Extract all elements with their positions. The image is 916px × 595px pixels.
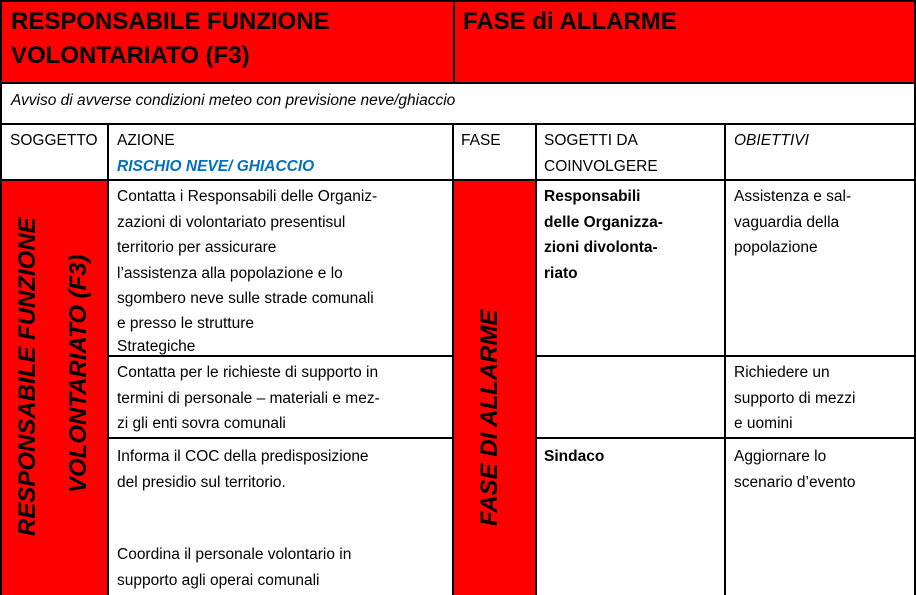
- row3-azione-line: Informa il COC della predisposizione: [117, 448, 369, 465]
- row3-azione: Informa il COC della predisposizione del…: [109, 439, 452, 595]
- col-coinvolgere: SOGETTI DA COINVOLGERE: [537, 125, 724, 179]
- row2-obiettivi-line: Richiedere un: [734, 364, 830, 381]
- row3-azione-line: supporto agli operai comunali: [117, 571, 320, 589]
- phase-title-cell: FASE di ALLARME: [455, 2, 914, 82]
- row2-obiettivi-line: supporto di mezzi: [734, 389, 856, 407]
- col-soggetto-label: SOGGETTO: [10, 132, 98, 149]
- notice-text: Avviso di avverse condizioni meteo con p…: [11, 92, 456, 109]
- row3-azione-line: Coordina il personale volontario in: [117, 546, 352, 563]
- row1-azione-line: Contatta i Responsabili delle Organiz-: [117, 188, 378, 205]
- row2-azione-line: Contatta per le richieste di supporto in: [117, 364, 379, 381]
- row2-obiettivi: Richiedere un supporto di mezzi e uomini: [726, 357, 914, 437]
- row3-coinvolgere: Sindaco: [537, 439, 724, 595]
- row1-coinvolgere-line: delle Organizza-: [544, 213, 663, 231]
- row3-coinvolgere-line: Sindaco: [544, 448, 605, 465]
- soggetto-vertical-line-2: VOLONTARIATO (F3): [65, 254, 92, 493]
- col-azione: AZIONE RISCHIO NEVE/ GHIACCIO: [109, 125, 452, 179]
- col-obiettivi: OBIETTIVI: [726, 125, 914, 179]
- phase-title: FASE di ALLARME: [463, 8, 677, 35]
- col-coinvolgere-line-2: COINVOLGERE: [544, 157, 658, 175]
- row1-azione: Contatta i Responsabili delle Organiz- z…: [109, 181, 452, 355]
- row1-azione-line: sgombero neve sulle strade comunali: [117, 290, 374, 307]
- row1-coinvolgere: Responsabili delle Organizza- zioni divo…: [537, 181, 724, 355]
- row1-obiettivi: Assistenza e sal- vaguardia della popola…: [726, 181, 914, 355]
- role-title-line-1: RESPONSABILE FUNZIONE: [11, 8, 330, 35]
- row1-azione-line: Strategiche: [117, 337, 196, 355]
- col-obiettivi-label: OBIETTIVI: [734, 132, 809, 149]
- row2-coinvolgere: [537, 357, 724, 437]
- role-title-line-2: VOLONTARIATO (F3): [11, 42, 250, 69]
- row2-azione-line: zi gli enti sovra comunali: [117, 415, 286, 432]
- fase-side-cell: FASE DI ALLARME: [454, 181, 535, 595]
- soggetto-vertical-line-1: RESPONSABILE FUNZIONE: [14, 217, 41, 536]
- row2-azione: Contatta per le richieste di supporto in…: [109, 357, 452, 437]
- row3-obiettivi-line: scenario d’evento: [734, 473, 856, 491]
- row1-coinvolgere-line: zioni divolonta-: [544, 239, 658, 256]
- col-soggetto: SOGGETTO: [2, 125, 107, 179]
- row3-obiettivi-line: Aggiornare lo: [734, 448, 827, 465]
- row1-azione-line: zazioni di volontariato presentisul: [117, 213, 346, 231]
- row2-obiettivi-line: e uomini: [734, 415, 793, 432]
- col-fase: FASE: [454, 125, 535, 179]
- col-fase-label: FASE: [461, 132, 501, 149]
- row1-azione-line: l’assistenza alla popolazione e lo: [117, 264, 343, 282]
- role-title-cell: RESPONSABILE FUNZIONE VOLONTARIATO (F3): [2, 2, 453, 82]
- row1-azione-line: territorio per assicurare: [117, 239, 277, 256]
- notice-cell: Avviso di avverse condizioni meteo con p…: [2, 84, 914, 123]
- row1-coinvolgere-line: riato: [544, 264, 578, 282]
- row1-coinvolgere-line: Responsabili: [544, 188, 641, 205]
- soggetto-side-cell: RESPONSABILE FUNZIONE VOLONTARIATO (F3): [2, 181, 107, 595]
- row1-azione-line: e presso le strutture: [117, 314, 254, 332]
- row1-obiettivi-line: vaguardia della: [734, 213, 840, 231]
- row3-azione-line: del presidio sul territorio.: [117, 473, 286, 491]
- col-azione-subtitle: RISCHIO NEVE/ GHIACCIO: [117, 157, 315, 175]
- col-coinvolgere-line-1: SOGETTI DA: [544, 132, 638, 149]
- row2-azione-line: termini di personale – materiali e mez-: [117, 389, 380, 407]
- row1-obiettivi-line: Assistenza e sal-: [734, 188, 852, 205]
- row3-obiettivi: Aggiornare lo scenario d’evento: [726, 439, 914, 595]
- row1-obiettivi-line: popolazione: [734, 239, 818, 256]
- col-azione-label: AZIONE: [117, 132, 175, 149]
- fase-vertical-label: FASE DI ALLARME: [476, 309, 503, 526]
